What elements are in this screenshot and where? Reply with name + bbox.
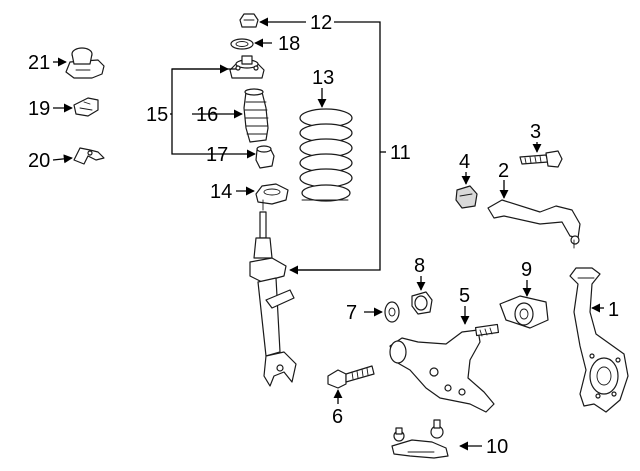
- part-18-washer: [230, 38, 254, 50]
- callout-18: 18: [278, 33, 300, 55]
- callout-10: 10: [486, 436, 508, 458]
- callout-11: 11: [390, 142, 411, 164]
- callout-12: 12: [310, 12, 332, 34]
- callout-21: 21: [28, 52, 50, 74]
- callout-9: 9: [521, 259, 532, 281]
- callout-3: 3: [530, 121, 541, 143]
- callout-1: 1: [608, 299, 619, 321]
- part-4-bushing: [455, 185, 478, 209]
- callout-8: 8: [414, 255, 425, 277]
- leader-lines: [52, 17, 604, 451]
- part-16-bump-stop: [243, 88, 269, 143]
- callout-6: 6: [332, 406, 343, 428]
- part-6-bolt: [327, 365, 375, 389]
- callout-17: 17: [206, 144, 228, 166]
- part-9-bushing-bracket: [499, 295, 549, 329]
- part-5-lower-control-arm: [389, 323, 500, 413]
- callout-14: 14: [210, 181, 232, 203]
- callout-labels: 1 2 3 4 5 6 7 8 9 10 11 12 13 14 15 16 1…: [28, 12, 619, 458]
- part-2-upper-control-arm: [487, 199, 581, 249]
- callout-15: 15: [146, 104, 168, 126]
- callout-19: 19: [28, 98, 50, 120]
- callout-2: 2: [498, 160, 509, 182]
- callout-20: 20: [28, 150, 50, 172]
- callout-13: 13: [312, 67, 334, 89]
- part-11-strut: [249, 199, 297, 387]
- part-20-clip: [73, 147, 105, 165]
- part-14-insulator: [255, 183, 289, 205]
- part-3-bolt: [519, 150, 563, 168]
- part-17-bumper: [255, 145, 275, 169]
- callout-5: 5: [459, 285, 470, 307]
- callout-16: 16: [196, 104, 218, 126]
- part-8-bushing: [411, 291, 433, 315]
- part-1-steering-knuckle: [569, 267, 629, 413]
- part-19-bracket: [73, 97, 99, 117]
- part-12-nut: [239, 13, 259, 28]
- part-10-ball-joint: [391, 419, 449, 459]
- part-21-cap-nut: [65, 47, 105, 79]
- callout-4: 4: [459, 151, 470, 173]
- callout-7: 7: [346, 302, 357, 324]
- part-13-coil-spring: [299, 108, 353, 202]
- part-15-upper-mount: [229, 55, 265, 79]
- part-7-washer: [384, 301, 400, 323]
